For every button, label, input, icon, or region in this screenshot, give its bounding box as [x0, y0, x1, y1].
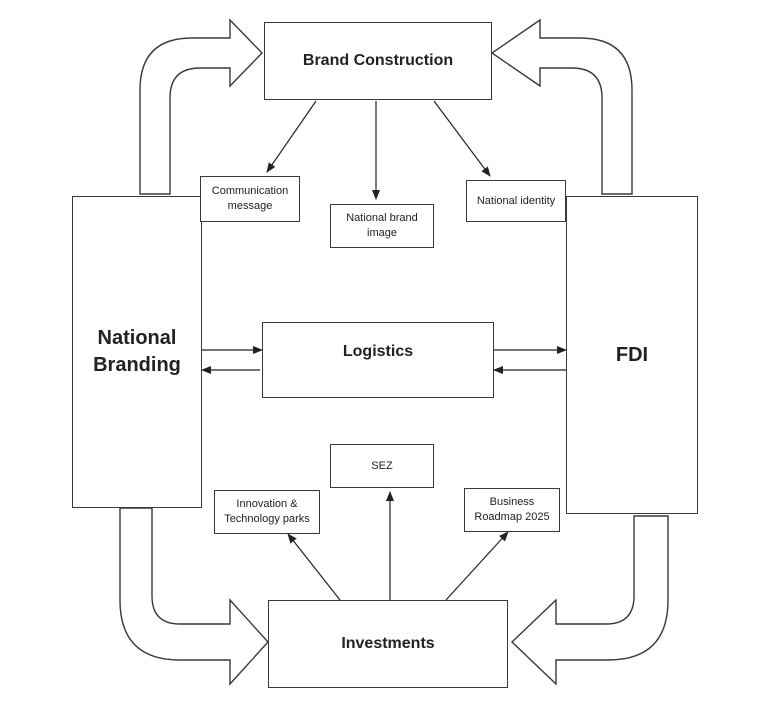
national-brand-image-label: National brand image	[346, 212, 418, 239]
brand-construction-label: Brand Construction	[302, 52, 454, 69]
national-identity-box: National identity	[466, 180, 566, 222]
fdi-box: FDI	[566, 196, 698, 514]
flow-arrow-fdi-to-construction	[490, 18, 633, 195]
innovation-parks-label: Innovation & Technology parks	[224, 498, 310, 525]
flow-arrow-fdi-to-investments	[510, 515, 669, 686]
logistics-box: Logistics	[262, 322, 494, 398]
flow-arrow-branding-to-investments	[119, 507, 269, 686]
communication-message-label: Communication message	[211, 185, 289, 212]
fdi-label: FDI	[615, 343, 649, 366]
sez-label: SEZ	[371, 459, 393, 472]
business-roadmap-label: Business Roadmap 2025	[474, 496, 550, 523]
sez-box: SEZ	[330, 444, 434, 488]
brand-construction-box: Brand Construction	[264, 22, 492, 100]
arrow-to-communication-message	[266, 100, 317, 173]
arrow-to-business-roadmap	[445, 531, 509, 601]
logistics-label: Logistics	[342, 343, 414, 360]
national-identity-label: National identity	[476, 194, 556, 207]
business-roadmap-box: Business Roadmap 2025	[464, 488, 560, 532]
national-brand-image-box: National brand image	[330, 204, 434, 248]
flow-arrow-branding-to-construction	[139, 18, 263, 195]
innovation-parks-box: Innovation & Technology parks	[214, 490, 320, 534]
national-branding-label: National Branding	[93, 327, 181, 376]
arrow-to-national-identity	[433, 100, 491, 177]
investments-label: Investments	[341, 635, 435, 652]
investments-box: Investments	[268, 600, 508, 688]
arrow-to-innovation-parks	[287, 533, 341, 601]
communication-message-box: Communication message	[200, 176, 300, 222]
national-branding-box: National Branding	[72, 196, 202, 508]
